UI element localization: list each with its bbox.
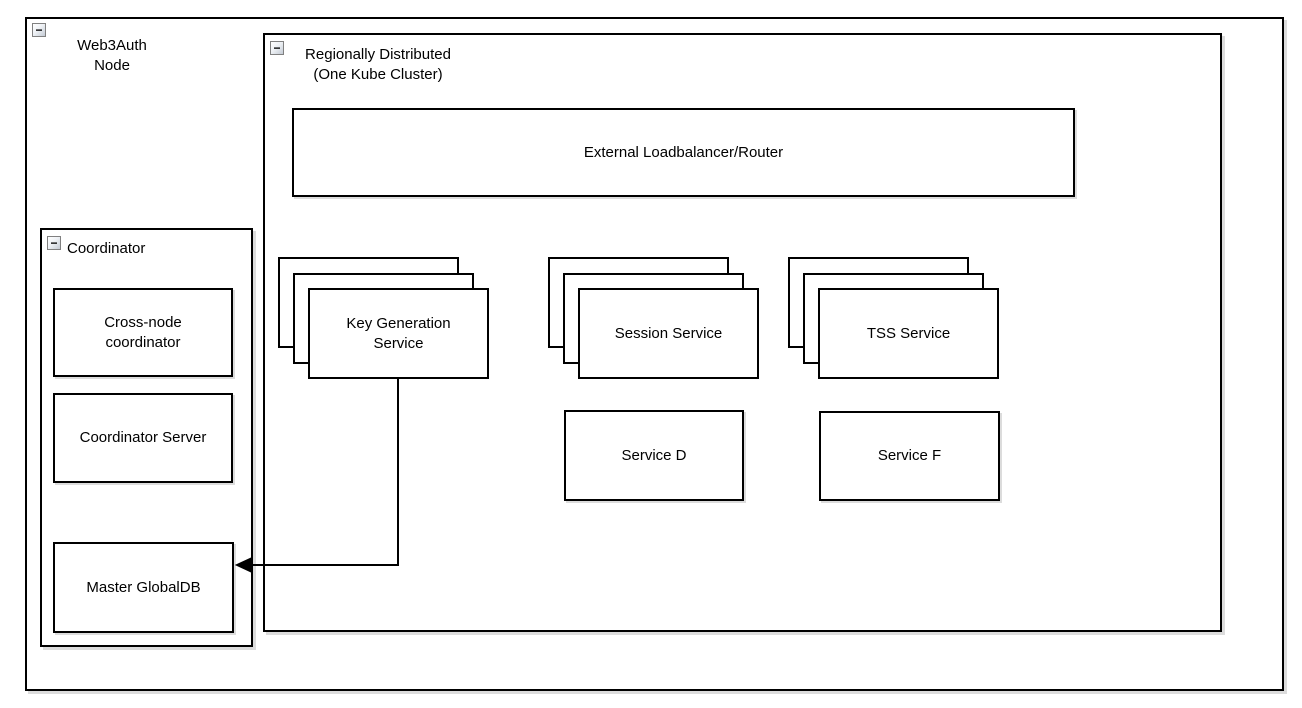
node-session-service[interactable]: Session Service: [578, 288, 759, 379]
node-key-generation-service[interactable]: Key Generation Service: [308, 288, 489, 379]
node-service-f[interactable]: Service F: [819, 411, 1000, 501]
node-coordinator-server[interactable]: Coordinator Server: [53, 393, 233, 483]
regionally-distributed-container[interactable]: − Regionally Distributed (One Kube Clust…: [263, 33, 1222, 632]
node-session-service-label: Session Service: [614, 324, 723, 342]
regionally-distributed-title: Regionally Distributed (One Kube Cluster…: [305, 46, 451, 83]
node-external-loadbalancer[interactable]: External Loadbalancer/Router: [292, 108, 1075, 197]
node-service-d-label: Service D: [621, 446, 687, 464]
node-coordinator-server-label: Coordinator Server: [79, 429, 207, 446]
node-external-loadbalancer-label: External Loadbalancer/Router: [583, 143, 784, 161]
node-master-globaldb-label: Master GlobalDB: [86, 578, 201, 596]
node-tss-service[interactable]: TSS Service: [818, 288, 999, 379]
node-cross-node-coordinator[interactable]: Cross-node coordinator: [53, 288, 233, 377]
web3auth-node-title: Web3Auth Node: [77, 37, 147, 74]
node-service-f-label: Service F: [877, 447, 942, 464]
node-service-d[interactable]: Service D: [564, 410, 744, 501]
node-master-globaldb[interactable]: Master GlobalDB: [53, 542, 234, 633]
collapse-minus-icon[interactable]: −: [47, 236, 61, 250]
coordinator-title: Coordinator: [67, 240, 146, 257]
collapse-minus-icon[interactable]: −: [270, 41, 284, 55]
coordinator-container[interactable]: − Coordinator Cross-node coordinator Coo…: [40, 228, 253, 647]
key-generation-service-stack[interactable]: Key Generation Service: [278, 257, 489, 380]
node-key-generation-service-label: Key Generation Service: [346, 314, 451, 352]
session-service-stack[interactable]: Session Service: [548, 257, 759, 380]
tss-service-stack[interactable]: TSS Service: [788, 257, 999, 380]
collapse-minus-icon[interactable]: −: [32, 23, 46, 37]
node-tss-service-label: TSS Service: [866, 324, 951, 342]
node-cross-node-coordinator-label: Cross-node coordinator: [104, 313, 182, 351]
